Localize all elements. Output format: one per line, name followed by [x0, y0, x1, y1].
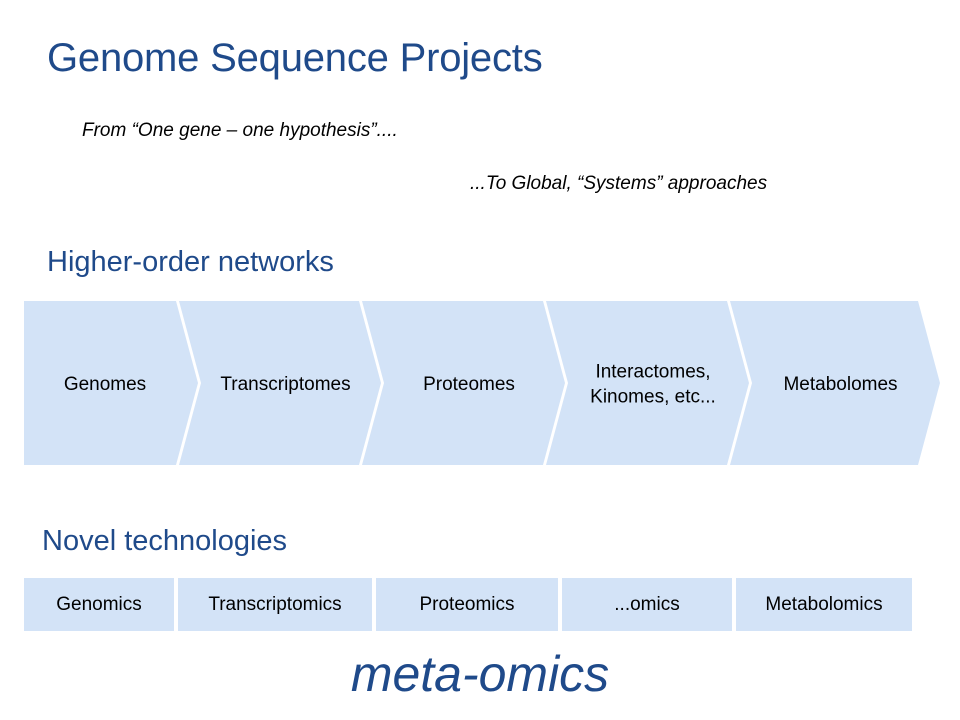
technology-cell: ...omics: [562, 578, 732, 631]
chevron-label: Kinomes, etc...: [590, 387, 716, 408]
footer-title: meta-omics: [350, 646, 610, 702]
chevron-label: Proteomes: [423, 374, 515, 395]
chevron-shape: [546, 301, 749, 465]
chevron-label: Metabolomes: [783, 374, 897, 395]
page-title: Genome Sequence Projects: [47, 36, 543, 80]
subtitle-right: ...To Global, “Systems” approaches: [470, 173, 768, 194]
chevron-label: Transcriptomes: [220, 374, 350, 395]
chevron-shape: [362, 301, 565, 465]
technology-cell: Metabolomics: [736, 578, 912, 631]
chevron-shape: [730, 301, 940, 465]
subtitle-left: From “One gene – one hypothesis”....: [82, 120, 398, 141]
chevron-label: Genomes: [64, 374, 146, 395]
chevron-step: Metabolomes: [730, 301, 940, 465]
technology-cell: Proteomics: [376, 578, 558, 631]
technology-cell: Genomics: [24, 578, 174, 631]
chevron-step: Proteomes: [362, 301, 565, 465]
chevron-shape: [24, 301, 198, 465]
chevron-shape: [179, 301, 381, 465]
technology-cell: Transcriptomics: [178, 578, 372, 631]
chevron-step: Genomes: [24, 301, 198, 465]
networks-heading: Higher-order networks: [47, 246, 334, 278]
technologies-heading: Novel technologies: [42, 525, 288, 557]
chevron-step: Transcriptomes: [179, 301, 381, 465]
chevron-label: Interactomes,: [595, 362, 710, 383]
chevron-step: Interactomes, Kinomes, etc...: [546, 301, 749, 465]
